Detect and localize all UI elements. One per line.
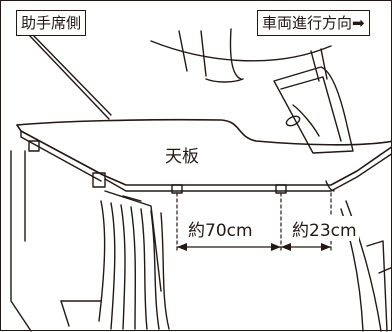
roof-line bbox=[178, 30, 188, 72]
panel-front-edge bbox=[16, 124, 392, 186]
mounting-clip bbox=[275, 184, 287, 194]
mounting-clip bbox=[171, 184, 183, 194]
dimension-arrowheads bbox=[177, 243, 331, 251]
passenger-side-label: 助手席側 bbox=[16, 10, 87, 36]
mounting-bracket bbox=[28, 140, 40, 152]
seat-back-detail bbox=[280, 76, 342, 142]
dimension-label-left: 約70cm bbox=[186, 216, 255, 241]
floor-line bbox=[60, 300, 70, 327]
door-frame bbox=[378, 266, 392, 274]
dimension-label-right: 約23cm bbox=[290, 216, 359, 241]
leader-line bbox=[28, 34, 110, 120]
headrest-post bbox=[320, 48, 328, 80]
roof-line bbox=[205, 78, 244, 83]
leader-line bbox=[32, 34, 112, 116]
headrest-post bbox=[310, 50, 320, 82]
panel-thickness bbox=[20, 130, 102, 182]
mounting-clip bbox=[325, 180, 335, 192]
panel-back-edge bbox=[16, 118, 392, 146]
vehicle-direction-label: 車両進行方向➡ bbox=[257, 10, 370, 36]
door-frame bbox=[366, 240, 388, 332]
roof-line bbox=[229, 28, 242, 80]
side-trim bbox=[122, 195, 142, 202]
panel-label: 天板 bbox=[165, 147, 199, 167]
side-trim bbox=[104, 190, 162, 292]
seat-back-detail bbox=[292, 104, 320, 137]
roof-curve-line bbox=[150, 40, 332, 62]
pillar-left bbox=[10, 150, 32, 332]
panel-thickness bbox=[104, 152, 392, 192]
seat-back bbox=[273, 66, 354, 154]
curtain bbox=[98, 200, 170, 330]
mounting-bracket bbox=[92, 172, 106, 188]
roof-line bbox=[200, 30, 207, 77]
door-frame bbox=[345, 200, 382, 332]
seat-handle bbox=[285, 115, 301, 127]
